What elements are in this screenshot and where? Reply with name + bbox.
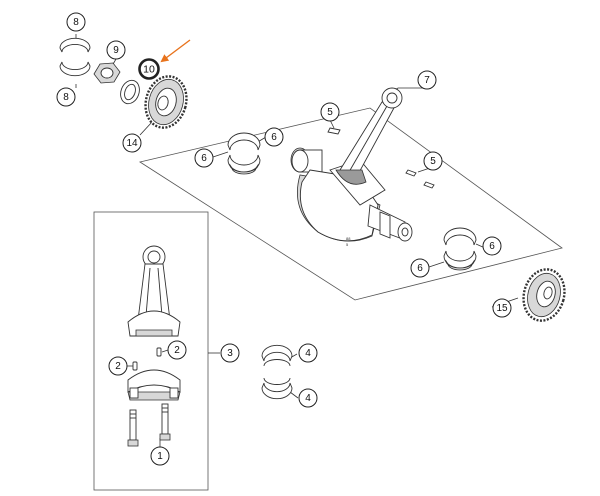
gear-14 [144,75,188,129]
callout-15: 15 [492,298,512,318]
callout-5: 5 [423,151,443,171]
main-bearing-6-right [443,227,477,271]
callout-number: 5 [430,156,436,167]
callout-number: 3 [227,348,233,359]
callout-5: 5 [320,102,340,122]
dowel-pin-2-left [132,361,138,371]
callout-number: 4 [305,348,311,359]
callout-number: 9 [113,45,119,56]
conrod-bolt-1-left [127,409,139,447]
callout-8: 8 [66,12,86,32]
callout-number: 10 [143,64,155,76]
callout-6: 6 [482,236,502,256]
callout-8: 8 [56,87,76,107]
callout-number: 6 [201,153,207,164]
conrod-bolt-1-right [159,403,171,441]
callout-number: 7 [424,75,430,86]
crankshaft-assembly-7: 88 5 [290,87,413,247]
callout-number: 8 [73,17,79,28]
callout-4: 4 [298,343,318,363]
callout-number: 5 [327,107,333,118]
nut-9 [93,62,121,84]
bearing-shell-8-lower [59,61,91,77]
callout-9: 9 [106,40,126,60]
callout-number: 1 [157,451,163,462]
highlight-arrow [160,39,191,63]
callout-number: 8 [63,92,69,103]
dowel-pin-2-right [156,347,162,357]
callout-3: 3 [220,343,240,363]
rod-bearing-4-lower [261,377,293,400]
callout-number: 4 [305,393,311,404]
svg-text:88: 88 [346,236,351,241]
callout-number: 2 [115,361,121,372]
rod-bearing-4-upper [261,344,293,367]
main-bearing-6-left [227,132,261,175]
callout-number: 6 [417,263,423,274]
callout-1: 1 [150,446,170,466]
callout-number: 2 [174,345,180,356]
callout-14: 14 [122,133,142,153]
callout-number: 15 [496,303,508,314]
callout-2: 2 [108,356,128,376]
crankshaft-group-frame [138,107,563,301]
pin-5-right [405,169,435,189]
washer-10 [120,79,140,105]
callout-7: 7 [417,70,437,90]
bearing-shell-8-upper [59,37,91,53]
gear-15 [522,268,566,322]
pin-5-upper [327,127,341,135]
callout-10-highlighted: 10 [138,58,160,80]
conrod-group-frame [93,211,209,491]
callout-6: 6 [264,127,284,147]
callout-6: 6 [410,258,430,278]
callout-number: 6 [489,241,495,252]
callout-6: 6 [194,148,214,168]
callout-number: 14 [126,138,138,149]
svg-text:5: 5 [346,242,349,247]
callout-number: 6 [271,132,277,143]
conrod-cap [127,369,181,401]
connecting-rod-detail [127,245,181,337]
callout-2: 2 [167,340,187,360]
callout-4: 4 [298,388,318,408]
